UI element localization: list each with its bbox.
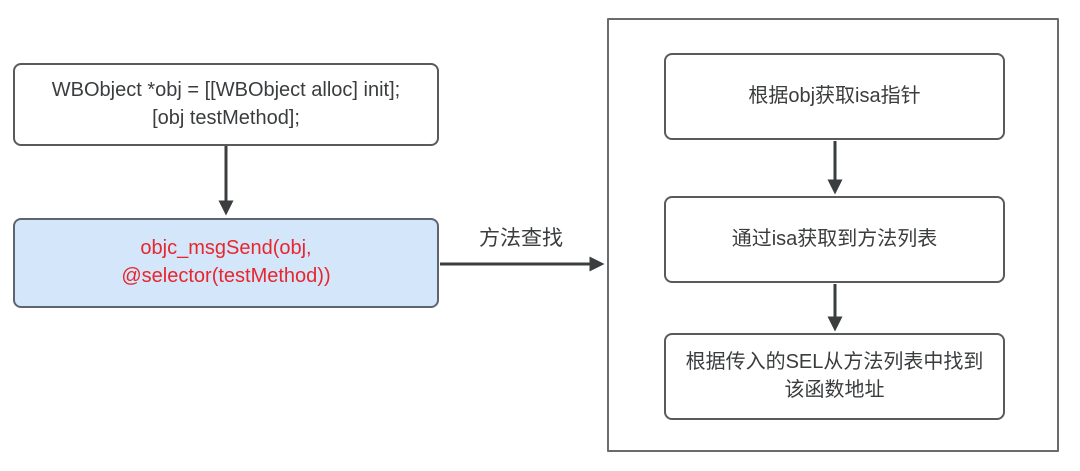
step-box-find-function-address: 根据传入的SEL从方法列表中找到 该函数地址 xyxy=(664,333,1005,420)
msgsend-line-1: objc_msgSend(obj, xyxy=(140,237,312,260)
msgsend-line-2: @selector(testMethod)) xyxy=(121,265,331,287)
code-box: WBObject *obj = [[WBObject alloc] init];… xyxy=(13,63,439,146)
step-box-get-isa: 根据obj获取isa指针 xyxy=(664,53,1005,140)
step-1-line-1: 根据obj获取isa指针 xyxy=(748,84,921,107)
step-3-line-2: 该函数地址 xyxy=(784,378,885,401)
step-box-get-method-list: 通过isa获取到方法列表 xyxy=(664,196,1005,283)
msgsend-box: objc_msgSend(obj, @selector(testMethod)) xyxy=(13,218,439,308)
code-line-1: WBObject *obj = [[WBObject alloc] init]; xyxy=(51,78,401,101)
step-2-line-1: 通过isa获取到方法列表 xyxy=(731,227,938,250)
code-line-2: [obj testMethod]; xyxy=(152,106,300,129)
method-lookup-label: 方法查找 xyxy=(479,227,563,250)
step-3-line-1: 根据传入的SEL从方法列表中找到 xyxy=(685,350,984,373)
